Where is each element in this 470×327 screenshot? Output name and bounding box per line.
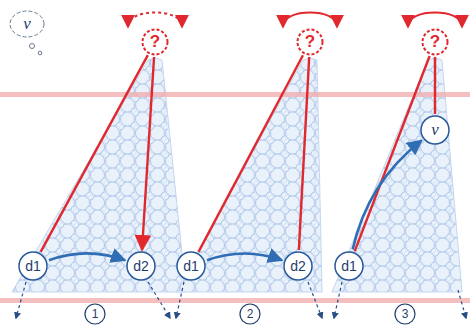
outflow-arrow [16,282,26,318]
thought-dot [38,51,42,55]
bubble-outline [10,11,44,37]
cell-circle: d1 [334,251,364,281]
red-link [434,57,436,114]
node-label: d1 [183,258,199,274]
node-label: ? [150,32,160,52]
cell-circle: d1 [18,251,48,281]
circle-outline [284,252,312,280]
rotation-arrow [128,13,182,27]
boundary-band [0,298,470,303]
circle-outline [85,304,105,324]
outflow-arrow [458,290,466,318]
circle-outline [127,252,155,280]
node-label: d2 [290,258,306,274]
blue-arrow [353,140,422,249]
circle-outline [177,252,205,280]
callout-number: 1 [84,303,106,325]
cell-circle: d2 [126,251,156,281]
rotation-arrow [408,13,462,27]
circle-outline [395,304,415,324]
node-label: d1 [25,258,41,274]
blue-arrow [49,253,125,260]
cell-circle: v [420,115,450,145]
blue-arrow [207,253,282,260]
thought-dot [30,44,35,49]
node-label: v [23,14,31,34]
thought-bubble: v [9,10,45,38]
node-label: ? [430,32,440,52]
unknown-node: ? [141,28,169,56]
node-label: 3 [402,307,409,321]
cell-circle: d1 [176,251,206,281]
callout-number: 3 [394,303,416,325]
outflow-arrow [176,282,184,318]
node-label: v [431,120,439,140]
red-link [355,56,430,251]
red-link [142,57,154,250]
outflow-arrow [148,282,170,318]
circle-outline [421,116,449,144]
circle-outline [19,252,47,280]
unknown-node: ? [296,28,324,56]
cell-circle: d2 [283,251,313,281]
outflow-arrow [308,282,322,318]
callout-number: 2 [239,303,261,325]
unknown-node: ? [421,28,449,56]
node-label: 2 [247,307,254,321]
node-label: ? [305,32,315,52]
outflow-arrow [334,282,342,318]
circle-outline [143,30,168,55]
boundary-band [0,92,470,97]
red-link [41,55,148,252]
circle-outline [335,252,363,280]
red-link [299,57,309,250]
red-link [199,55,303,252]
circle-outline [423,30,448,55]
node-label: 1 [92,307,99,321]
circle-outline [240,304,260,324]
node-label: d1 [341,258,357,274]
rotation-arrow [283,13,337,27]
circle-outline [298,30,323,55]
node-label: d2 [133,258,149,274]
